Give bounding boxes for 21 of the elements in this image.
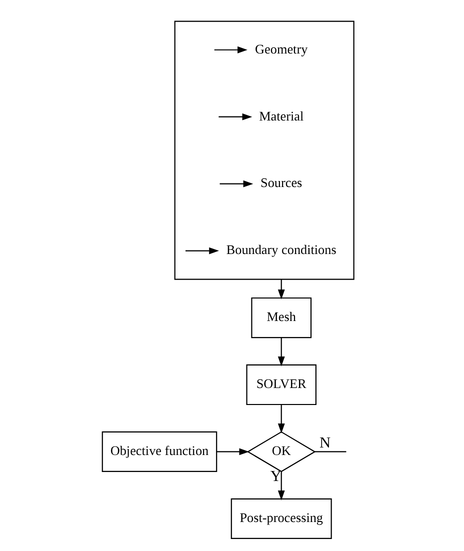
edge-label: N [318,434,330,452]
arrow [277,338,284,366]
node-text: Material [258,108,304,124]
node-box: Mesh [250,297,312,338]
cluster [174,20,354,280]
node-box: Post-processing [230,498,332,539]
arrow [277,404,284,434]
arrow [277,472,284,500]
node-text: Sources [260,175,302,190]
arrow [214,46,247,54]
arrow [277,279,284,300]
node-diamond: OK [246,431,316,472]
arrow [185,247,218,254]
node-text: Boundary conditions [226,242,336,258]
node-box: Objective function [101,431,217,472]
arrow [216,448,249,456]
arrow [219,180,253,188]
arrow [218,113,252,120]
connector [314,451,346,452]
node-text: Geometry [254,41,308,56]
node-box: SOLVER [246,364,316,406]
